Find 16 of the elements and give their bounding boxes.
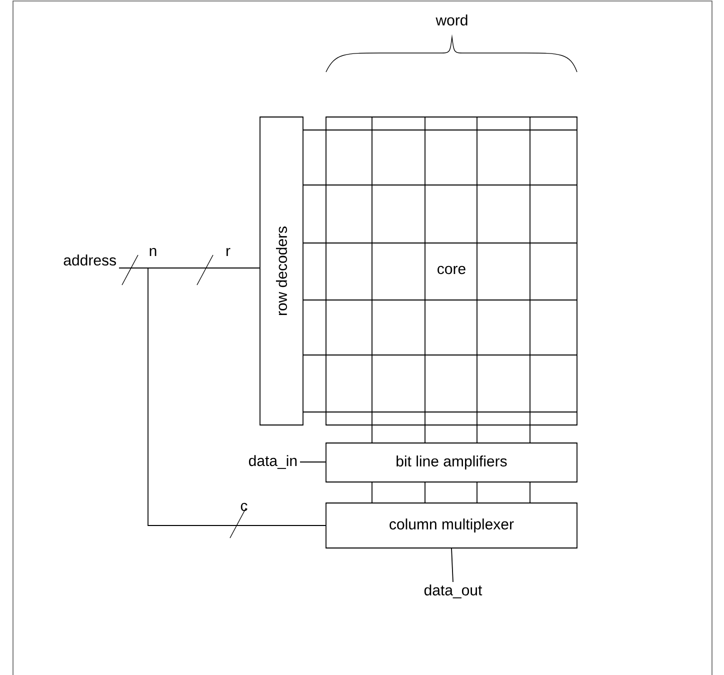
- multiplexer-box: column multiplexer: [326, 502, 578, 548]
- signal-label: address: [64, 254, 116, 266]
- connector: [118, 268, 326, 526]
- amplifier-box: bit line amplifiers: [326, 442, 578, 482]
- edge-label: r: [226, 248, 230, 256]
- decoder-box: row decoders: [260, 116, 304, 426]
- connector: [451, 548, 454, 582]
- bus-width-label: n: [150, 248, 156, 256]
- signal-label: data_out: [424, 584, 482, 598]
- signal-label: data_in: [248, 455, 297, 469]
- memory-grid: core: [302, 116, 578, 426]
- connector: [372, 482, 530, 504]
- connector: [372, 424, 530, 444]
- connector: [302, 130, 326, 412]
- edge-label: c: [240, 502, 248, 512]
- brace-label: word: [436, 14, 468, 26]
